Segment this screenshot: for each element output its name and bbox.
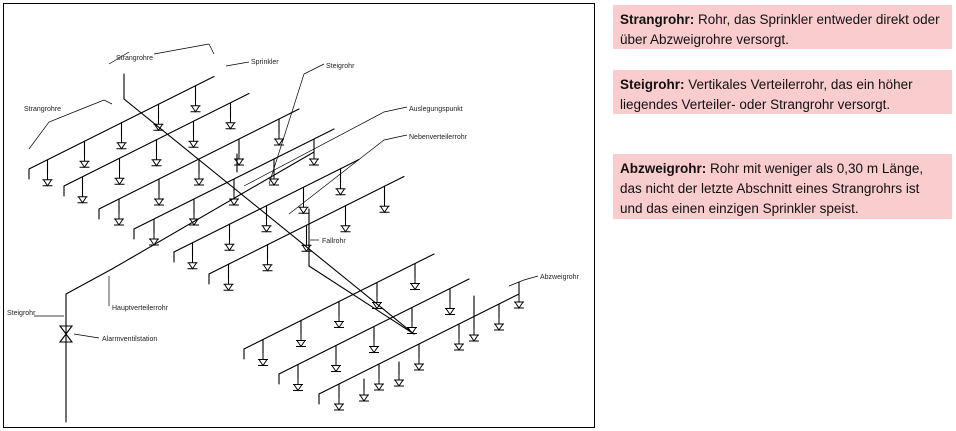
- sprinkler-head: [154, 198, 164, 206]
- sprinkler-head: [445, 308, 455, 316]
- leader-alarmventilstation: [73, 333, 100, 339]
- sprinkler-heads: [42, 99, 524, 411]
- sprinkler-head: [380, 205, 389, 214]
- sprinkler-head: [334, 403, 344, 411]
- sprinkler-head: [78, 196, 87, 204]
- sprinkler-head: [293, 384, 303, 392]
- sprinkler-head: [189, 140, 198, 149]
- sprinkler-head: [188, 262, 197, 270]
- label-strangrohre-top: Strangrohre: [116, 55, 153, 62]
- sprinkler-head: [234, 158, 244, 166]
- label-strangrohre-left: Strangrohre: [24, 106, 61, 113]
- diagram-drawing: Strangrohre Strangrohre Sprinkler Steigr…: [7, 43, 580, 423]
- sprinkler-head: [309, 158, 319, 166]
- sprinkler-head: [359, 394, 369, 402]
- sprinkler-head: [225, 243, 234, 252]
- definition-text: Rohr, das Sprinkler entweder direkt oder…: [620, 12, 940, 47]
- label-leader-lines: [28, 43, 539, 339]
- pipe-segment: [243, 253, 435, 360]
- cross-main-lower: [308, 265, 415, 335]
- label-abzweigrohr: Abzweigrohr: [540, 274, 580, 281]
- sprinkler-head: [341, 225, 350, 233]
- leader-strangrohre-top: [153, 43, 210, 55]
- label-steigrohr-top: Steigrohr: [326, 63, 355, 70]
- pipe-segment: [318, 293, 520, 405]
- definition-term: Abzweigrohr:: [620, 161, 707, 176]
- cross-main-upper: [123, 98, 415, 335]
- definition-term: Strangrohr:: [620, 12, 695, 27]
- sprinkler-head: [80, 160, 89, 169]
- label-alarmventilstation: Alarmventilstation: [102, 336, 157, 343]
- sprinkler-head: [296, 340, 306, 348]
- definition-text: Vertikales Verteilerrohr, das ein höher …: [620, 77, 913, 112]
- leader-nebenverteilerrohr: [288, 134, 408, 215]
- definition-text: Rohr mit weniger als 0,30 m Länge, das n…: [620, 161, 924, 216]
- pipe-segment: [63, 92, 250, 197]
- leader-abzweigrohr: [508, 275, 539, 287]
- sprinkler-head: [336, 188, 345, 196]
- sprinkler-head: [394, 379, 404, 387]
- pipe-segment: [173, 158, 360, 263]
- label-sprinkler: Sprinkler: [251, 59, 279, 66]
- sprinkler-head: [229, 198, 239, 206]
- main-distribution-pipe: [65, 268, 113, 295]
- sprinkler-head: [514, 301, 524, 309]
- pipe-segment: [133, 128, 335, 240]
- label-auslegungspunkt: Auslegungspunkt: [409, 106, 463, 113]
- sprinkler-head: [258, 359, 268, 367]
- sprinkler-head: [263, 264, 272, 272]
- leader-sprinkler: [225, 61, 250, 67]
- sprinkler-head: [374, 383, 384, 391]
- definition-steigrohr: Steigrohr: Vertikales Verteilerrohr, das…: [613, 70, 952, 114]
- sprinkler-head: [414, 363, 424, 371]
- definition-strangrohr: Strangrohr: Rohr, das Sprinkler entweder…: [613, 5, 952, 49]
- leader-auslegungspunkt: [243, 106, 408, 187]
- definition-abzweigrohr: Abzweigrohr: Rohr mit weniger als 0,30 m…: [613, 154, 952, 219]
- sprinkler-head: [149, 238, 159, 246]
- sprinkler-head: [226, 122, 235, 130]
- alarm-valve-symbol: [58, 325, 74, 335]
- sprinkler-system-diagram: Strangrohre Strangrohre Sprinkler Steigr…: [3, 3, 595, 428]
- sprinkler-head: [262, 225, 271, 233]
- sprinkler-head: [224, 283, 233, 292]
- sprinkler-head: [194, 178, 204, 186]
- pipe-network: [28, 73, 520, 423]
- main-distribution-pipe: [111, 151, 315, 270]
- leader-strangrohre-left: [28, 99, 113, 150]
- pipe-segment: [278, 278, 470, 385]
- leader-strangrohre-top: [208, 43, 215, 55]
- sprinkler-head: [191, 105, 200, 113]
- pipe-segment: [208, 175, 405, 285]
- sprinkler-head: [299, 206, 308, 215]
- sprinkler-head: [117, 142, 126, 150]
- sprinkler-head: [43, 179, 52, 187]
- sprinkler-head: [114, 218, 124, 226]
- sprinkler-head: [115, 177, 124, 186]
- sprinkler-head: [334, 321, 344, 329]
- label-fallrohr: Fallrohr: [322, 238, 346, 245]
- definition-term: Steigrohr:: [620, 77, 685, 92]
- leader-strangrohre-top: [108, 51, 130, 65]
- sprinkler-head: [410, 283, 420, 291]
- sprinkler-head: [331, 365, 341, 373]
- label-nebenverteilerrohr: Nebenverteilerrohr: [409, 134, 468, 141]
- sprinkler-head: [269, 178, 279, 186]
- sprinkler-head: [369, 346, 379, 354]
- label-hauptverteilerrohr: Hauptverteilerrohr: [112, 305, 169, 312]
- pipe-segment: [98, 108, 300, 220]
- sprinkler-head: [454, 343, 464, 351]
- sprinkler-head: [152, 159, 161, 167]
- pipe-segment: [28, 75, 215, 180]
- alarm-valve-symbol: [58, 333, 74, 343]
- label-steigrohr-left: Steigrohr: [7, 310, 36, 317]
- sprinkler-head: [494, 323, 504, 331]
- sprinkler-head: [469, 334, 479, 342]
- leader-steigrohr-top: [268, 63, 325, 185]
